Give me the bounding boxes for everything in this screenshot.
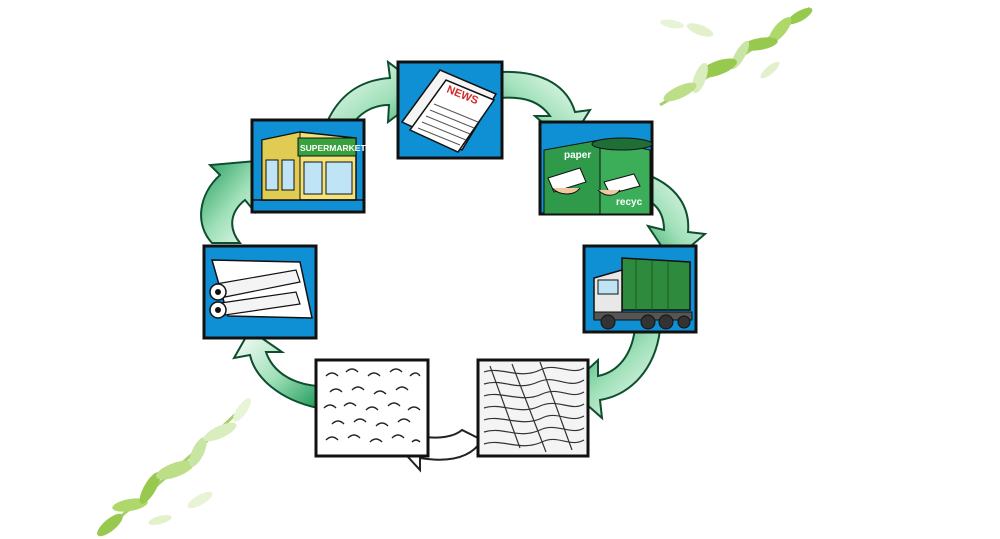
panel-paper-rolls bbox=[202, 244, 318, 340]
panel-paper-pulp bbox=[476, 358, 590, 458]
panel-recycle-bins: paper recyc bbox=[538, 120, 654, 216]
bin-label-recycle: recyc bbox=[616, 197, 643, 208]
panel-shredded-paper bbox=[314, 358, 430, 458]
arrow-shredded-to-rolls bbox=[232, 328, 319, 410]
panel-garbage-truck bbox=[582, 244, 698, 334]
bin-label-paper: paper bbox=[564, 150, 591, 161]
leaf-branch-top-right bbox=[659, 6, 813, 107]
panel-supermarket: SUPERMARKET bbox=[250, 118, 366, 214]
supermarket-sign-text: SUPERMARKET bbox=[300, 143, 366, 153]
panel-newspaper: NEWS bbox=[396, 60, 504, 160]
leaf-branch-bottom-left bbox=[97, 398, 252, 537]
